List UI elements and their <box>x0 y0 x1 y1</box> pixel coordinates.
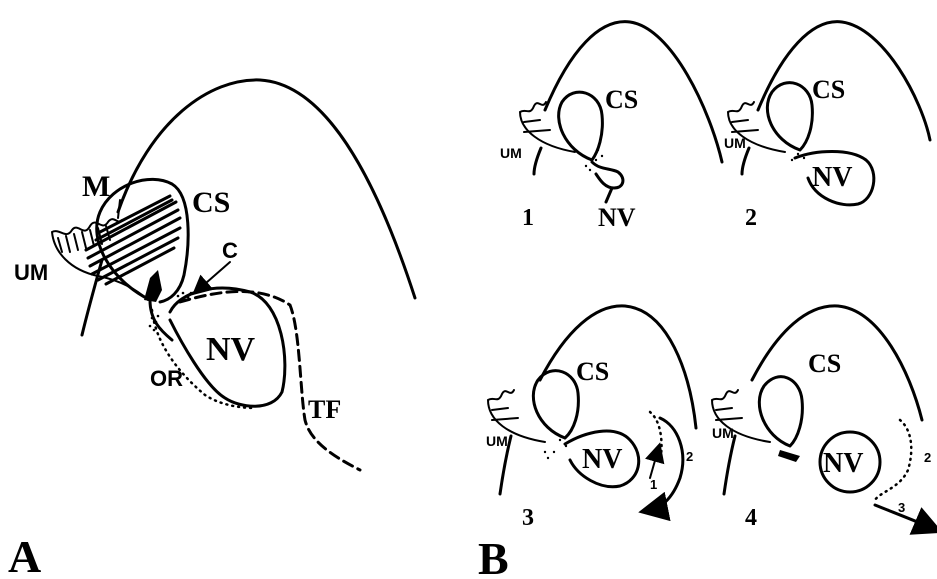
stage-3-label-um: UM <box>486 433 508 449</box>
stage-3-arrow-label-2: 2 <box>686 449 693 464</box>
panel-a-outer-outline <box>118 80 415 298</box>
stage-1-label-nv: NV <box>598 203 636 232</box>
stage-2-label-um: UM <box>724 135 746 151</box>
stage-1-label-um: UM <box>500 145 522 161</box>
panel-a-label-tf: TF <box>308 395 341 424</box>
panel-a-label-c: C <box>222 238 238 263</box>
stage-1-number: 1 <box>522 205 534 231</box>
stage-4-label-um: UM <box>712 425 734 441</box>
panel-b-stage-3: CS UM NV 1 2 3 <box>486 306 696 531</box>
panel-a-label-m: M <box>82 170 110 203</box>
panel-a-m-pointer <box>118 200 120 218</box>
panel-a-letter: A <box>8 531 41 579</box>
panel-a-label-nv: NV <box>206 331 256 368</box>
stage-4-label-cs: CS <box>808 349 841 378</box>
stage-3-arrow-label-1: 1 <box>650 477 657 492</box>
panel-a-c-pointer <box>198 262 230 290</box>
stage-4-arrow-label-3: 3 <box>898 500 905 515</box>
panel-a-black-arrow <box>144 270 162 302</box>
stage-4-arrow-label-2: 2 <box>924 450 931 465</box>
stage-3-label-cs: CS <box>576 357 609 386</box>
panel-b-stage-1: CS UM NV 1 <box>500 22 722 232</box>
stage-1-label-cs: CS <box>605 85 638 114</box>
stage-4-label-nv: NV <box>823 448 863 479</box>
panel-a: M CS UM C NV OR TF A <box>8 80 415 579</box>
panel-b-stage-2: CS UM NV 2 <box>724 22 930 231</box>
panel-b-stage-4: CS UM NV 2 3 4 <box>712 306 932 531</box>
stage-4-number: 4 <box>745 505 757 531</box>
panel-b-letter: B <box>478 533 509 579</box>
stage-2-label-cs: CS <box>812 75 845 104</box>
stage-2-number: 2 <box>745 205 757 231</box>
panel-a-label-cs: CS <box>192 186 230 219</box>
stage-3-number: 3 <box>522 505 534 531</box>
stage-3-label-nv: NV <box>582 444 622 475</box>
panel-a-label-or: OR <box>150 366 183 391</box>
panel-a-label-um: UM <box>14 260 48 285</box>
stage-2-label-nv: NV <box>812 162 852 193</box>
